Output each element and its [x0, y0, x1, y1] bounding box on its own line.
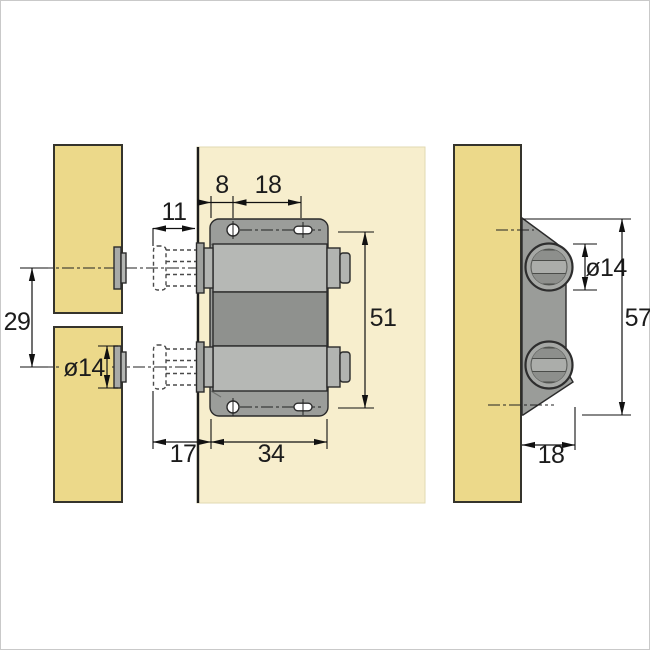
screw-hole-bottom — [226, 398, 240, 416]
plunger-housing-right-upper — [326, 247, 351, 289]
door-panel-lower — [53, 326, 123, 503]
dim-door-plate-spacing: 29 — [4, 308, 31, 336]
plunger-housing-right-lower — [326, 346, 351, 388]
dim-mounting-hole-distance: 51 — [370, 304, 397, 332]
dim-body-depth: 18 — [538, 441, 565, 469]
dim-magnet-diameter: ø14 — [585, 254, 627, 282]
plunger-cap-upper — [195, 242, 214, 294]
housing-upper — [212, 243, 328, 293]
dim-edge-to-body: 17 — [170, 440, 197, 468]
catch-side-view: ø14 57 18 — [453, 144, 650, 503]
door-section-view: 29 ø14 — [4, 144, 196, 503]
housing-lower — [212, 345, 328, 392]
side-panel — [453, 144, 522, 503]
dim-body-height: 57 — [625, 304, 650, 332]
housing-middle — [212, 291, 328, 347]
plunger-extended-upper — [152, 245, 196, 291]
counterplate-upper — [113, 246, 127, 290]
door-panel-upper — [53, 144, 123, 314]
plunger-cap-lower — [195, 341, 214, 393]
screw-hole-top — [226, 221, 240, 239]
magnet-plunger-bottom — [524, 340, 574, 390]
dim-plunger-stroke: 11 — [162, 198, 187, 226]
catch-front-view: 8 18 11 51 17 34 — [152, 146, 426, 504]
magnet-plunger-top — [524, 242, 574, 292]
dim-door-plate-diameter: ø14 — [63, 354, 105, 382]
dim-hole-spacing: 18 — [255, 171, 282, 199]
dim-hole-edge-offset: 8 — [215, 171, 228, 199]
screw-slot-bottom — [293, 399, 313, 415]
screw-slot-top — [293, 222, 313, 238]
counterplate-lower — [113, 345, 127, 389]
plunger-extended-lower — [152, 344, 196, 390]
dim-body-width: 34 — [258, 440, 285, 468]
